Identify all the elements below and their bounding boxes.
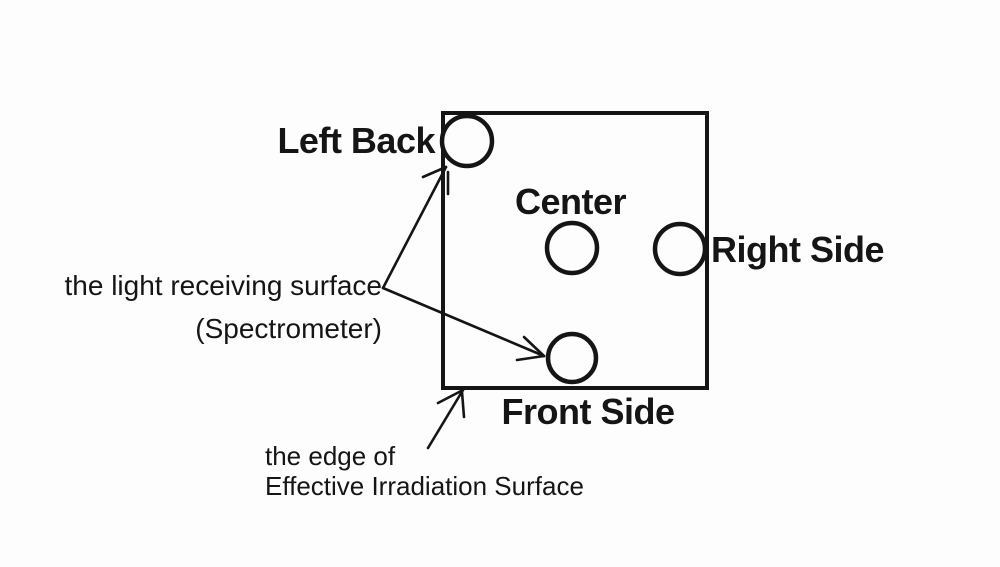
arrow-to-front-side-marker xyxy=(381,286,546,362)
position-marker-center xyxy=(544,220,600,276)
annotation-edge-line2: Effective Irradiation Surface xyxy=(265,471,584,501)
arrow-to-left-back-marker xyxy=(381,165,450,290)
annotation-edge-of-surface: the edge of Effective Irradiation Surfac… xyxy=(265,441,584,501)
arrow-to-surface-edge xyxy=(426,388,466,450)
annotation-light-receiving-line2: (Spectrometer) xyxy=(195,313,382,344)
position-marker-front-side xyxy=(545,331,599,385)
annotation-light-receiving-line1: the light receiving surface xyxy=(64,270,382,301)
label-front-side: Front Side xyxy=(501,391,676,432)
position-marker-right-side xyxy=(652,221,708,277)
position-marker-left-back xyxy=(439,113,495,169)
label-right-side: Right Side xyxy=(711,229,885,270)
label-left-back: Left Back xyxy=(277,120,435,161)
label-center: Center xyxy=(515,181,627,222)
annotation-light-receiving-surface: the light receiving surface (Spectromete… xyxy=(30,264,382,350)
annotation-edge-line1: the edge of xyxy=(265,441,396,471)
